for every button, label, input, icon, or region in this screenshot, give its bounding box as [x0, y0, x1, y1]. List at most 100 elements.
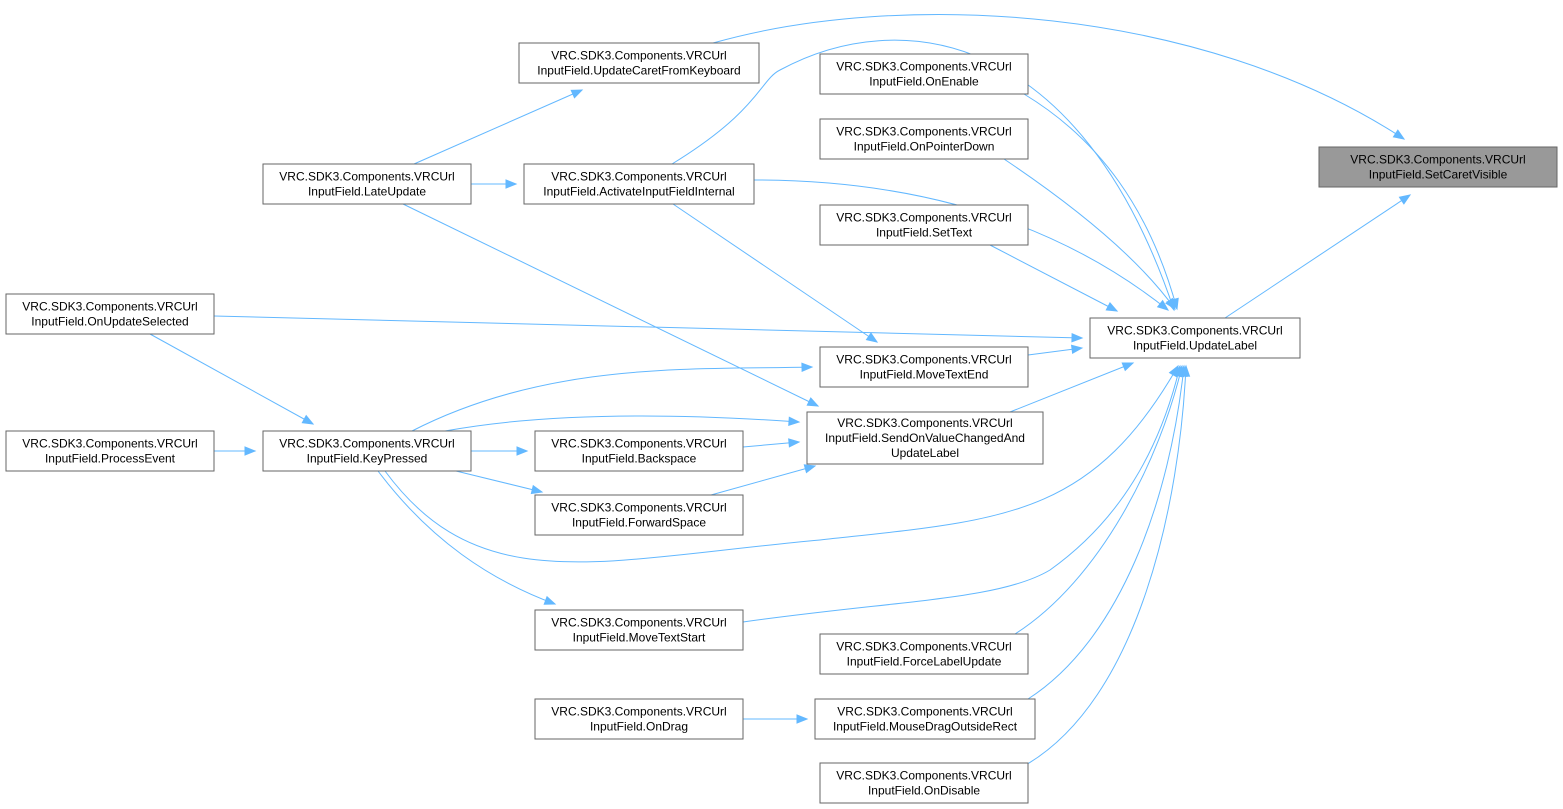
node-move-text-start[interactable]: VRC.SDK3.Components.VRCUrlInputField.Mov…	[534, 609, 744, 651]
node-box[interactable]	[5, 430, 215, 472]
node-label: VRC.SDK3.Components.VRCUrl	[836, 640, 1011, 654]
edge-line	[444, 415, 800, 432]
node-force-label-update[interactable]: VRC.SDK3.Components.VRCUrlInputField.For…	[819, 633, 1029, 675]
node-box[interactable]	[819, 118, 1029, 160]
node-label: VRC.SDK3.Components.VRCUrl	[551, 49, 726, 63]
node-label: VRC.SDK3.Components.VRCUrl	[551, 170, 726, 184]
node-update-label[interactable]: VRC.SDK3.Components.VRCUrlInputField.Upd…	[1089, 317, 1301, 359]
node-label: UpdateLabel	[891, 446, 959, 460]
node-send-on-value-changed[interactable]: VRC.SDK3.Components.VRCUrlInputField.Sen…	[806, 411, 1044, 465]
edge-line	[1023, 365, 1187, 767]
node-label: VRC.SDK3.Components.VRCUrl	[551, 501, 726, 515]
node-move-text-end[interactable]: VRC.SDK3.Components.VRCUrlInputField.Mov…	[819, 346, 1029, 388]
node-label: VRC.SDK3.Components.VRCUrl	[22, 437, 197, 451]
edge-line	[989, 244, 1118, 312]
edge-line	[402, 203, 819, 407]
node-process-event[interactable]: VRC.SDK3.Components.VRCUrlInputField.Pro…	[5, 430, 215, 472]
edge-line	[672, 203, 878, 343]
arrow-head-icon	[1165, 297, 1176, 311]
edge-late_update-to-activate_input_field_internal	[471, 179, 518, 189]
node-box[interactable]	[5, 293, 215, 335]
node-box[interactable]	[534, 609, 744, 651]
node-label: InputField.OnDisable	[868, 784, 980, 798]
node-on-drag[interactable]: VRC.SDK3.Components.VRCUrlInputField.OnD…	[534, 698, 744, 740]
edge-backspace-to-send_on_value_changed	[742, 438, 801, 448]
node-set-text[interactable]: VRC.SDK3.Components.VRCUrlInputField.Set…	[819, 204, 1029, 246]
edge-send_on_value_changed-to-update_label	[1009, 362, 1135, 413]
node-box[interactable]	[819, 762, 1029, 804]
node-on-enable[interactable]: VRC.SDK3.Components.VRCUrlInputField.OnE…	[819, 53, 1029, 95]
node-mouse-drag-outside-rect[interactable]: VRC.SDK3.Components.VRCUrlInputField.Mou…	[814, 698, 1036, 740]
edge-on_drag-to-mouse_drag_outside_rect	[743, 714, 809, 724]
arrow-head-icon	[1398, 194, 1412, 205]
node-on-update-selected[interactable]: VRC.SDK3.Components.VRCUrlInputField.OnU…	[5, 293, 215, 335]
node-set-caret-visible[interactable]: VRC.SDK3.Components.VRCUrlInputField.Set…	[1318, 146, 1558, 188]
node-label: VRC.SDK3.Components.VRCUrl	[279, 170, 454, 184]
node-label: InputField.LateUpdate	[308, 185, 426, 199]
node-key-pressed[interactable]: VRC.SDK3.Components.VRCUrlInputField.Key…	[262, 430, 472, 472]
edge-line	[1003, 158, 1176, 310]
node-box[interactable]	[534, 430, 744, 472]
node-box[interactable]	[1318, 146, 1558, 188]
arrow-head-icon	[1070, 344, 1084, 355]
node-box[interactable]	[518, 42, 760, 84]
node-box[interactable]	[814, 698, 1036, 740]
node-label: VRC.SDK3.Components.VRCUrl	[837, 705, 1012, 719]
node-label: InputField.ForceLabelUpdate	[847, 655, 1002, 669]
node-box[interactable]	[262, 163, 472, 205]
edge-line	[377, 470, 556, 605]
node-box[interactable]	[819, 346, 1029, 388]
node-label: VRC.SDK3.Components.VRCUrl	[836, 125, 1011, 139]
arrow-head-icon	[1156, 299, 1170, 311]
arrow-head-icon	[788, 438, 801, 448]
edge-key_pressed-to-forward_space	[455, 470, 544, 495]
edge-key_pressed-to-send_on_value_changed	[444, 415, 801, 432]
node-label: VRC.SDK3.Components.VRCUrl	[551, 705, 726, 719]
edge-forward_space-to-send_on_value_changed	[710, 464, 817, 496]
node-label: VRC.SDK3.Components.VRCUrl	[836, 769, 1011, 783]
node-label: InputField.MoveTextEnd	[860, 368, 989, 382]
node-box[interactable]	[819, 204, 1029, 246]
node-label: InputField.MoveTextStart	[573, 631, 706, 645]
node-box[interactable]	[1089, 317, 1301, 359]
node-box[interactable]	[523, 163, 755, 205]
node-box[interactable]	[262, 430, 472, 472]
arrow-head-icon	[788, 416, 801, 426]
node-label: VRC.SDK3.Components.VRCUrl	[22, 300, 197, 314]
node-box[interactable]	[534, 494, 744, 536]
edge-move_text_end-to-update_label	[1027, 344, 1084, 356]
edge-on_enable-to-update_label	[1023, 93, 1179, 311]
node-label: InputField.SetCaretVisible	[1369, 168, 1508, 182]
arrow-head-icon	[301, 414, 315, 425]
node-label: InputField.MouseDragOutsideRect	[833, 720, 1018, 734]
edge-line	[149, 333, 314, 425]
node-activate-input-field-internal[interactable]: VRC.SDK3.Components.VRCUrlInputField.Act…	[523, 163, 755, 205]
node-late-update[interactable]: VRC.SDK3.Components.VRCUrlInputField.Lat…	[262, 163, 472, 205]
edge-line	[742, 365, 1181, 623]
node-label: VRC.SDK3.Components.VRCUrl	[551, 437, 726, 451]
edge-line	[455, 470, 543, 493]
node-box[interactable]	[806, 411, 1044, 465]
node-label: InputField.ForwardSpace	[572, 516, 706, 530]
edge-process_event-to-key_pressed	[214, 446, 257, 456]
edge-on_update_selected-to-key_pressed	[149, 333, 315, 425]
edge-key_pressed-to-backspace	[471, 446, 529, 456]
node-box[interactable]	[819, 53, 1029, 95]
node-forward-space[interactable]: VRC.SDK3.Components.VRCUrlInputField.For…	[534, 494, 744, 536]
node-box[interactable]	[534, 698, 744, 740]
node-label: VRC.SDK3.Components.VRCUrl	[1107, 324, 1282, 338]
node-box[interactable]	[819, 633, 1029, 675]
node-label: InputField.SetText	[876, 226, 973, 240]
edge-line	[413, 89, 583, 165]
node-label: InputField.Backspace	[582, 452, 697, 466]
node-backspace[interactable]: VRC.SDK3.Components.VRCUrlInputField.Bac…	[534, 430, 744, 472]
node-on-disable[interactable]: VRC.SDK3.Components.VRCUrlInputField.OnD…	[819, 762, 1029, 804]
edge-line	[1224, 194, 1411, 319]
node-label: VRC.SDK3.Components.VRCUrl	[1350, 153, 1525, 167]
node-label: InputField.KeyPressed	[307, 452, 428, 466]
node-update-caret-from-keyboard[interactable]: VRC.SDK3.Components.VRCUrlInputField.Upd…	[518, 42, 760, 84]
edge-late_update-to-send_on_value_changed	[402, 203, 820, 407]
arrow-head-icon	[803, 464, 817, 474]
node-on-pointer-down[interactable]: VRC.SDK3.Components.VRCUrlInputField.OnP…	[819, 118, 1029, 160]
